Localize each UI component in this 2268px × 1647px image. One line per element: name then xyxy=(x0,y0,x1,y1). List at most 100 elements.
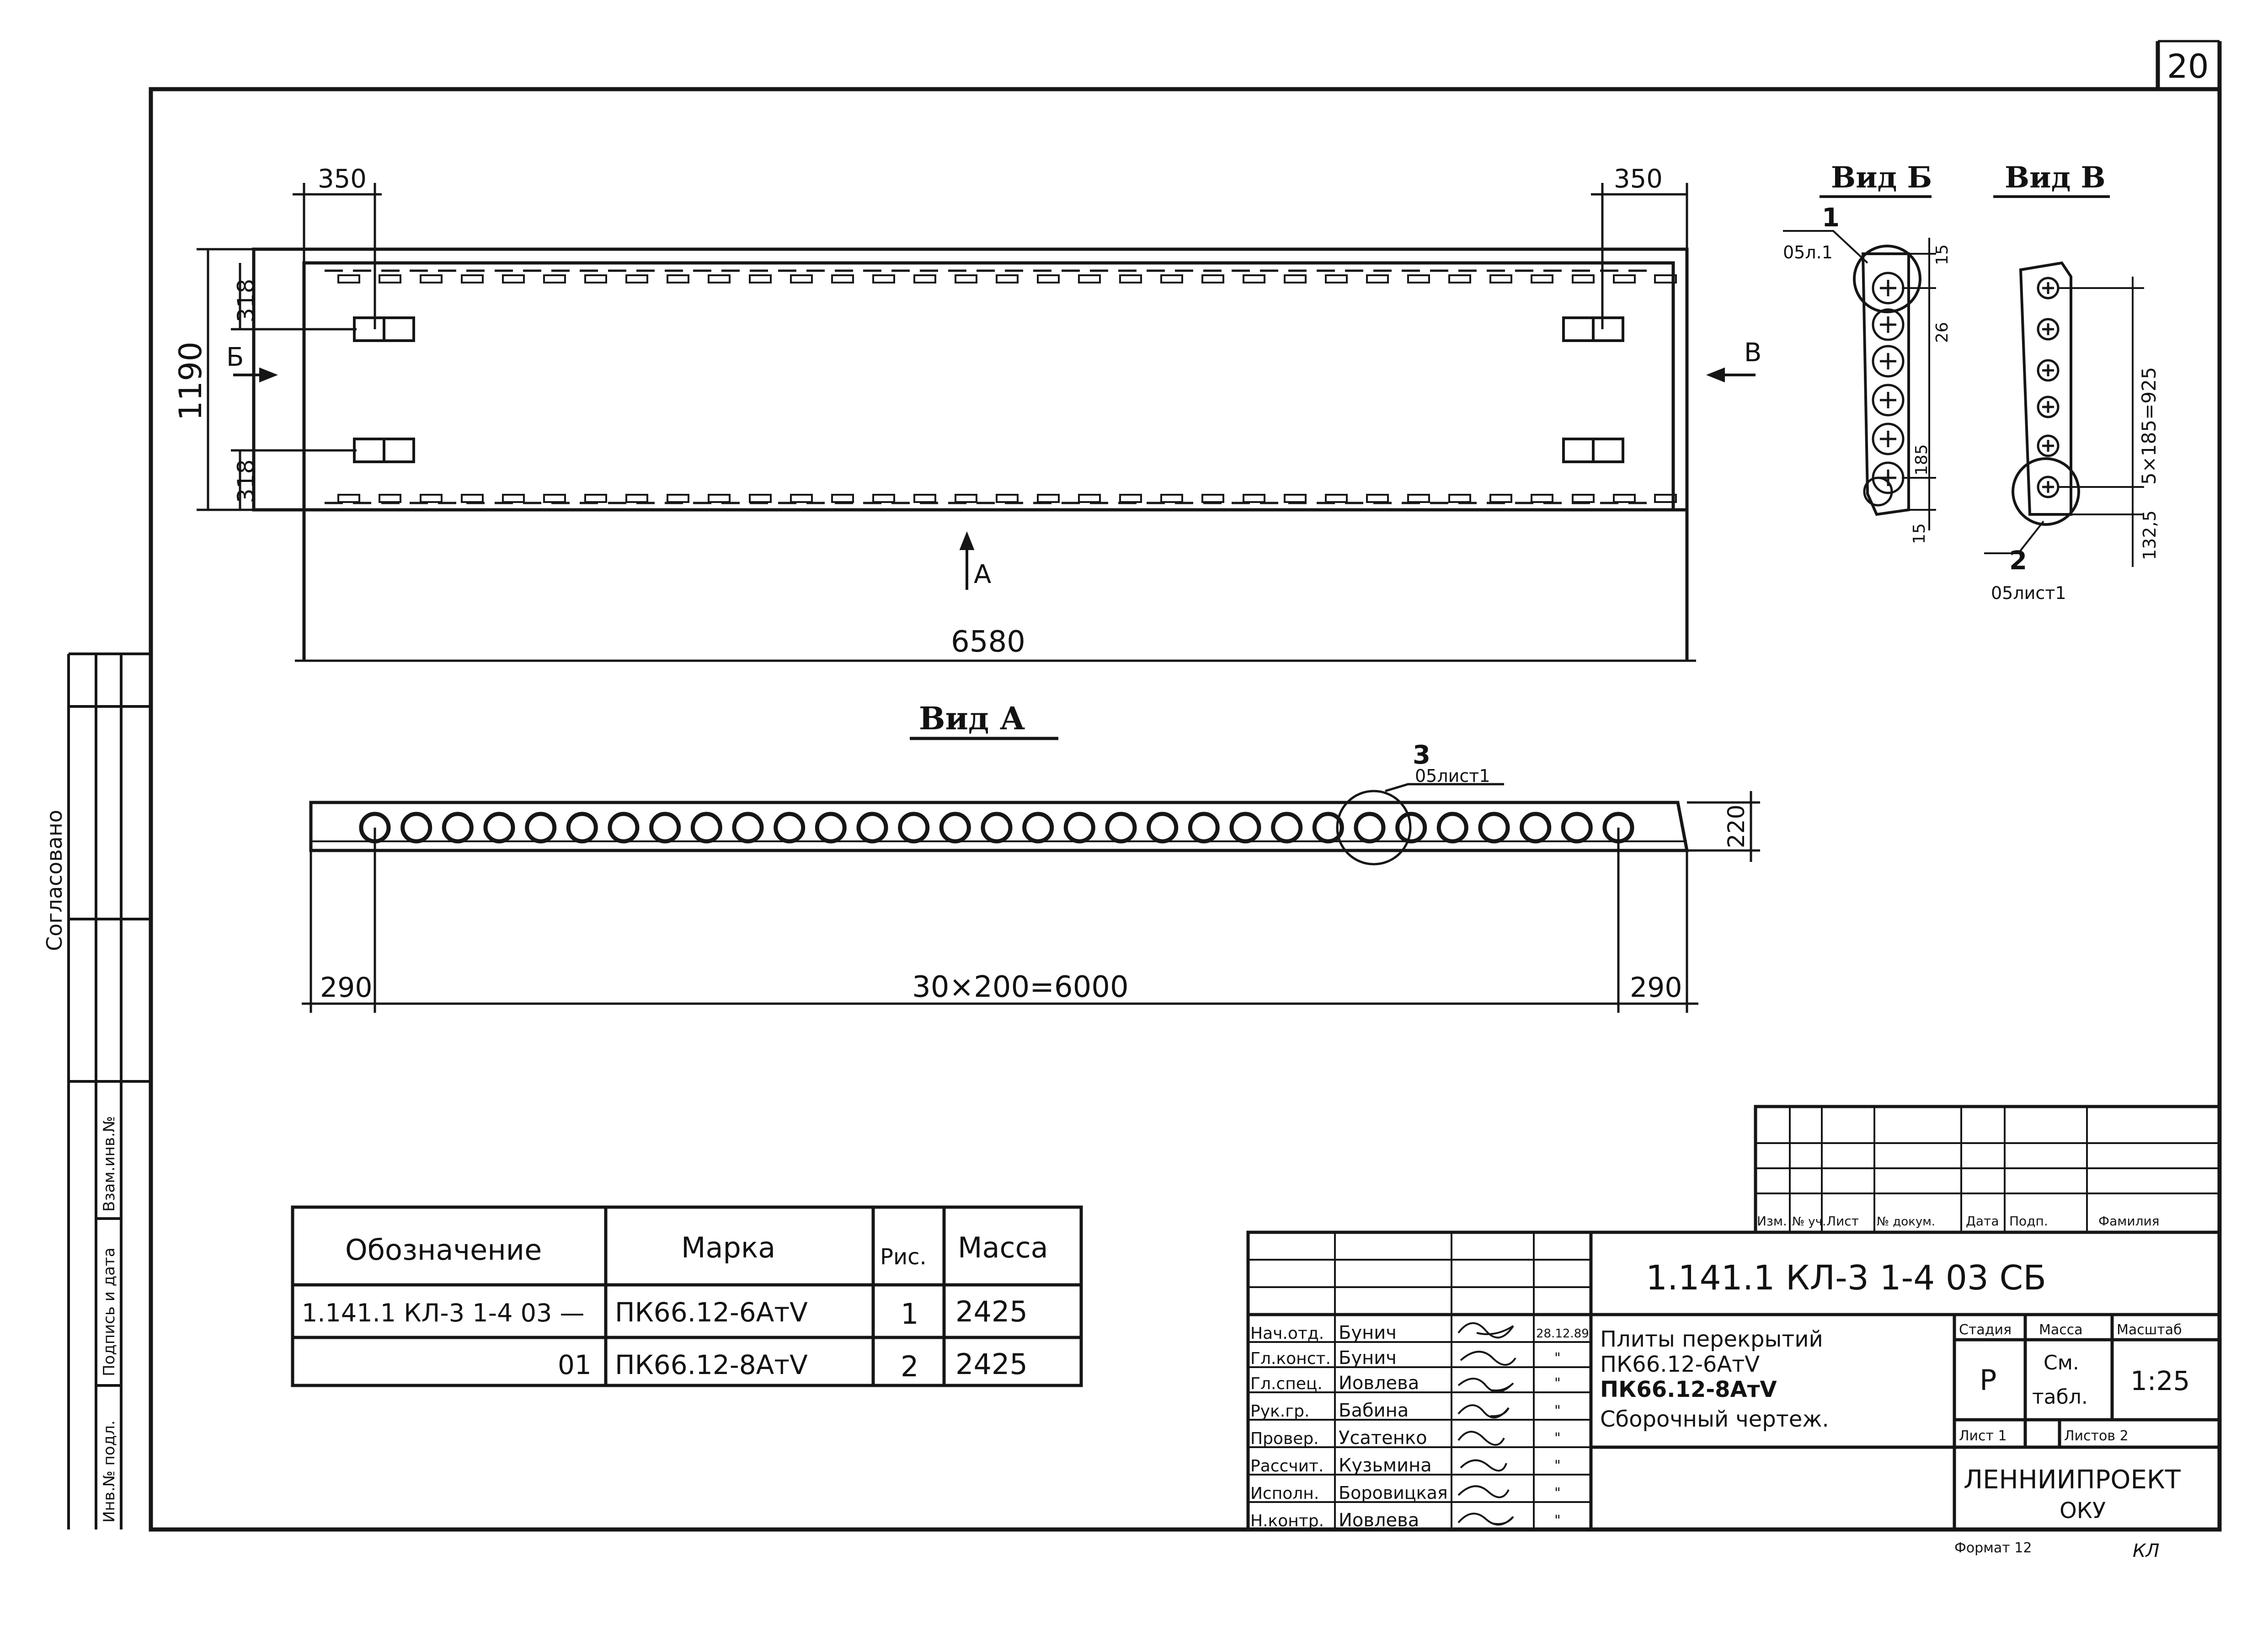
edge-mark xyxy=(1654,274,1677,283)
hollow-core xyxy=(815,812,847,844)
edge-mark xyxy=(1037,274,1060,283)
sign-date-label: Подпись и дата xyxy=(100,1247,118,1376)
view-b-callout-num: 1 xyxy=(1822,203,1840,233)
staff-role: Провер. xyxy=(1250,1429,1319,1448)
arrow-label-b: Б xyxy=(226,342,244,372)
edge-mark xyxy=(667,274,689,283)
view-b-dim-pitch: 185 xyxy=(1912,444,1931,476)
hollow-core xyxy=(1312,812,1344,844)
hollow-core xyxy=(400,812,432,844)
edge-mark xyxy=(749,274,772,283)
hollow-core xyxy=(442,812,474,844)
sheet-number: 20 xyxy=(2167,47,2209,86)
view-v-title: Вид В xyxy=(2005,160,2106,195)
edge-mark xyxy=(872,494,895,503)
edge-mark xyxy=(1243,274,1265,283)
edge-mark xyxy=(502,274,525,283)
edge-mark xyxy=(1613,494,1636,503)
view-b: Вид Б 1 05л.1 15 26 185 15 xyxy=(1783,160,1952,544)
edge-mark xyxy=(996,494,1019,503)
hollow-core xyxy=(483,812,515,844)
staff-date: " xyxy=(1554,1430,1561,1446)
view-a-dim-right: 290 xyxy=(1630,972,1682,1004)
edge-mark xyxy=(1531,494,1553,503)
title-block: Изм. № уч. Лист № докум. Дата Подп. Фами… xyxy=(1246,1105,2221,1561)
staff-role: Гл.конст. xyxy=(1250,1349,1331,1368)
hollow-core xyxy=(649,812,681,844)
lifting-loops xyxy=(353,316,1624,463)
spec-header-fig: Рис. xyxy=(880,1244,927,1270)
hollow-core xyxy=(1188,812,1220,844)
edge-mark xyxy=(708,494,731,503)
hollow-core xyxy=(1478,812,1510,844)
staff-name: Бунич xyxy=(1339,1322,1397,1343)
arrow-label-a: А xyxy=(974,560,991,589)
edge-mark xyxy=(1119,494,1142,503)
staff-name: Иовлева xyxy=(1339,1373,1419,1394)
edge-mark xyxy=(502,494,525,503)
edge-mark xyxy=(461,274,484,283)
edge-mark xyxy=(1160,494,1183,503)
edge-mark xyxy=(1531,274,1553,283)
edge-mark xyxy=(1325,494,1348,503)
mass-label: Масса xyxy=(2039,1322,2083,1338)
edge-mark xyxy=(1448,494,1471,503)
edge-mark xyxy=(1078,494,1101,503)
replaced-inv-label: Взам.инв.№ xyxy=(100,1116,118,1212)
staff-role: Исполн. xyxy=(1250,1484,1319,1503)
staff-role: Нач.отд. xyxy=(1250,1324,1324,1343)
edge-mark xyxy=(1201,494,1224,503)
view-b-dim-top: 15 xyxy=(1933,244,1952,265)
view-v: Вид В 5×185=925 132,5 2 05лист1 xyxy=(1984,160,2160,603)
view-a-callout-ref: 05лист1 xyxy=(1415,766,1490,786)
staff-rows: Нач.отд. Бунич 28.12.89 Гл.конст. Бунич … xyxy=(1250,1322,1589,1531)
view-a-title: Вид А xyxy=(919,701,1025,737)
drawing-title-3: ПК66.12-8АтV xyxy=(1600,1377,1777,1402)
mass-value-2: табл. xyxy=(2032,1385,2088,1409)
signatures xyxy=(1457,1322,1516,1526)
edge-mark xyxy=(337,274,360,283)
view-v-callout-ref: 05лист1 xyxy=(1991,583,2066,603)
edge-mark xyxy=(1572,494,1595,503)
edge-mark xyxy=(831,274,854,283)
edge-mark xyxy=(625,494,648,503)
edge-mark xyxy=(1654,494,1677,503)
drawing-title-2: ПК66.12-6АтV xyxy=(1600,1352,1760,1377)
dim-length: 6580 xyxy=(951,625,1025,659)
inv-no-label: Инв.№ подл. xyxy=(100,1420,118,1523)
view-a-dim-height: 220 xyxy=(1723,805,1750,848)
rev-header-doc: № докум. xyxy=(1877,1215,1935,1229)
edge-mark xyxy=(790,274,813,283)
edge-mark xyxy=(584,494,607,503)
edge-mark xyxy=(1366,274,1389,283)
hollow-core xyxy=(1436,812,1468,844)
hollow-core xyxy=(981,812,1013,844)
edge-mark xyxy=(420,494,443,503)
view-a-dim-left: 290 xyxy=(320,972,373,1004)
dim-edge-top: 318 xyxy=(233,279,259,322)
spec-table: Обозначение Марка Рис. Масса 1.141.1 КЛ-… xyxy=(291,1205,1083,1387)
hollow-core xyxy=(1520,812,1552,844)
edge-mark xyxy=(1489,274,1512,283)
drawing-title-1: Плиты перекрытий xyxy=(1600,1326,1823,1352)
dim-left-top: 350 xyxy=(318,164,367,194)
rev-header-uch: № уч. xyxy=(1792,1215,1826,1229)
stage-label: Стадия xyxy=(1959,1322,2012,1338)
view-b-dim-mid: 26 xyxy=(1933,322,1952,343)
dim-edge-bottom: 318 xyxy=(233,460,259,503)
dim-height: 1190 xyxy=(173,342,209,421)
edge-mark xyxy=(708,274,731,283)
drawing-title-4: Сборочный чертеж. xyxy=(1600,1406,1829,1432)
doc-code: 1.141.1 КЛ-3 1-4 03 СБ xyxy=(1646,1258,2046,1298)
edge-mark xyxy=(1078,274,1101,283)
edge-mark xyxy=(625,274,648,283)
staff-role: Рассчит. xyxy=(1250,1457,1323,1476)
staff-date: " xyxy=(1554,1375,1561,1391)
edge-mark xyxy=(1284,494,1307,503)
staff-name: Бунич xyxy=(1339,1348,1397,1369)
edge-mark xyxy=(543,494,566,503)
edge-mark xyxy=(955,494,977,503)
hollow-core xyxy=(898,812,930,844)
hollow-core xyxy=(525,812,557,844)
